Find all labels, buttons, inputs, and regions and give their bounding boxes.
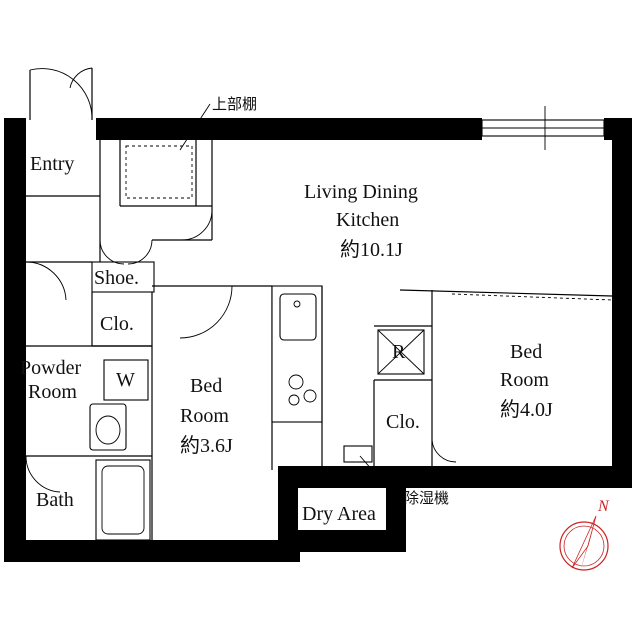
interior-walls xyxy=(26,140,613,540)
note-dehumidifier: 除湿機 xyxy=(404,491,450,507)
compass-icon xyxy=(559,515,609,572)
room-size-bed1: 約3.6J xyxy=(180,435,233,457)
room-label-ldk-1: Living Dining xyxy=(304,181,418,203)
compass-north-label: N xyxy=(598,498,609,515)
entry-door xyxy=(29,67,93,121)
washer-box xyxy=(103,359,149,401)
room-label-powder-1: Powder xyxy=(20,357,82,379)
washer-label: W xyxy=(116,369,135,391)
room-label-bed2-2: Room xyxy=(500,369,549,391)
fridge-label: R xyxy=(392,341,406,363)
room-label-dry-area: Dry Area xyxy=(302,503,376,525)
room-label-entry: Entry xyxy=(30,153,75,175)
upper-shelf-leader xyxy=(179,103,211,151)
room-label-shoe: Shoe. xyxy=(94,267,139,289)
powder-sink xyxy=(89,403,127,451)
outer-walls xyxy=(4,118,632,562)
room-label-ldk-2: Kitchen xyxy=(336,209,400,231)
dehumidifier-leader xyxy=(359,455,399,501)
room-label-bed1-2: Room xyxy=(180,405,229,427)
bathtub xyxy=(95,459,151,541)
room-size-bed2: 約4.0J xyxy=(500,399,553,421)
note-upper-shelf: 上部棚 xyxy=(212,97,258,113)
room-label-bath: Bath xyxy=(36,489,74,511)
room-label-powder-2: Room xyxy=(28,381,77,403)
interior-doors xyxy=(25,209,457,493)
top-window xyxy=(481,106,605,150)
room-label-closet-left: Clo. xyxy=(100,313,134,335)
room-label-closet-right: Clo. xyxy=(386,411,420,433)
room-label-bed2-1: Bed xyxy=(510,341,543,363)
room-size-ldk: 約10.1J xyxy=(340,239,403,261)
room-label-bed1-1: Bed xyxy=(190,375,223,397)
